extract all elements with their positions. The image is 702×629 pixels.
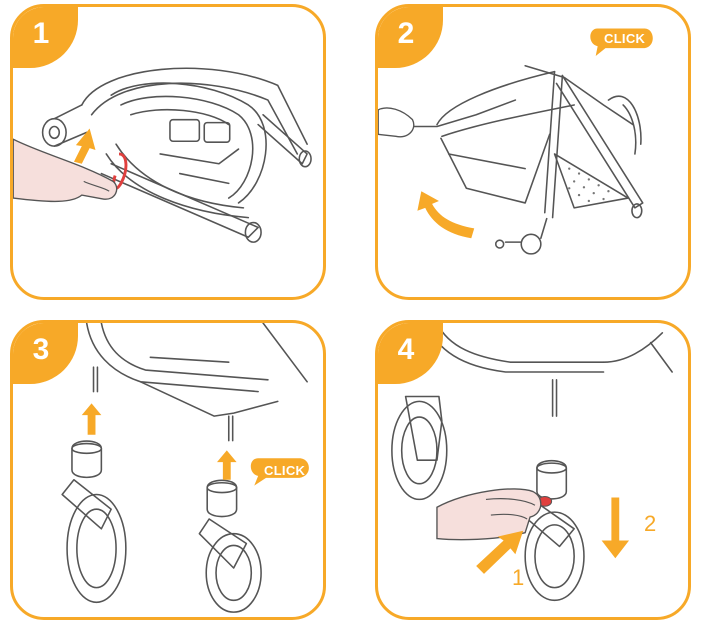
step-number-badge: 1 [13,7,78,68]
step-2-panel: CLICK 2 [375,4,691,300]
folded-stroller-illustration [13,67,312,243]
click-bubble [250,458,309,486]
click-label: CLICK [604,31,646,46]
click-label: CLICK [264,463,306,478]
wheel-attach-illustration [61,323,309,613]
hand-illustration [436,488,542,541]
step-3-panel: CLICK 3 [10,320,326,620]
click-bubble [590,28,653,56]
press-arrow [476,530,524,574]
arrow-label-1: 1 [512,565,525,590]
basket-mesh [568,167,610,203]
unfolding-stroller-illustration [378,28,653,255]
wheel-release-illustration [391,323,673,602]
up-arrow-left [81,403,102,435]
hand-illustration [13,138,118,203]
up-arrow-right [217,450,237,480]
step-4-panel: 1 2 4 [375,320,691,620]
step-1-panel: 1 [10,4,326,300]
unfold-arrow [417,191,475,239]
arrow-label-2: 2 [644,511,657,536]
hand-illustration [378,107,415,138]
lift-arrow [73,128,96,164]
pull-down-arrow [601,497,630,559]
